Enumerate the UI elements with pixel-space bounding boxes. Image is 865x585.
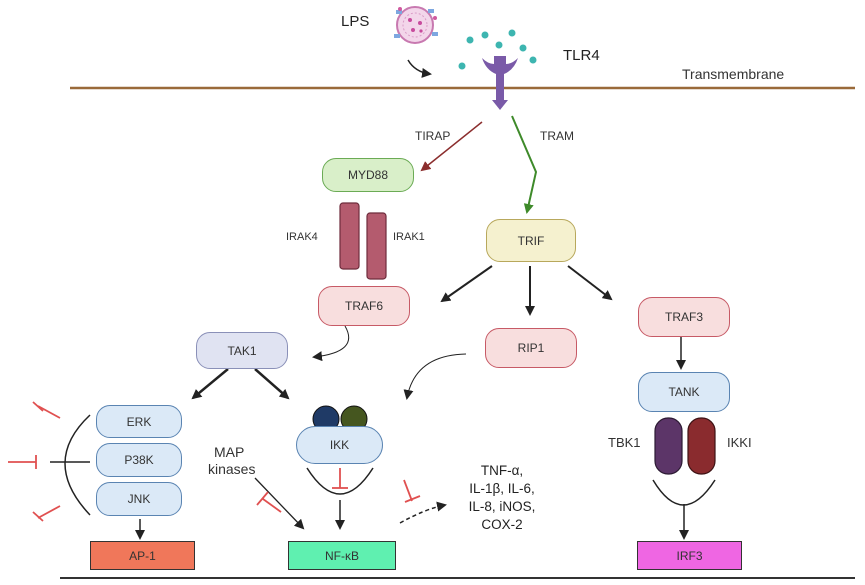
lps-arrow [407,59,432,78]
irf3-box: IRF3 [637,541,742,570]
lps-particle-icon [394,6,438,44]
tank-node: TANK [638,372,730,412]
ikk-inhibitor [332,468,348,489]
trif-node: TRIF [486,219,576,262]
traf6-tak1-arrow [312,325,350,362]
mapk-inhibitor-bottom [32,505,61,522]
cytokine-line: TNF-α, [480,463,524,478]
trif-traf3-arrow [567,265,613,301]
nfkb-box: NF-κB [288,541,396,570]
tak1-node: TAK1 [196,332,288,369]
jnk-node: JNK [96,482,182,516]
mapk-inhibitor-top [32,401,61,419]
tbk1-label: TBK1 [608,435,641,450]
traf6-node: TRAF6 [318,286,410,326]
nfkb-inhibitor-left [256,491,282,513]
ikk-bracket [306,467,374,495]
transmembrane-label: Transmembrane [682,66,785,82]
irak4-label: IRAK4 [286,231,318,243]
tirap-arrow [420,121,483,172]
map-kinases-label-line2: kinases [208,461,256,477]
tlr4-label: TLR4 [563,47,600,64]
tak1-mapk-arrow [191,368,229,400]
p38k-node: P38K [96,443,182,477]
irak1-label: IRAK1 [393,231,425,243]
cytokine-inhibitor [403,479,421,503]
rip1-ikk-arrow [403,353,467,400]
cytokine-line: IL-1β, IL-6, [469,481,535,496]
tbk1-bracket [652,479,716,506]
mapk-bracket [64,414,91,516]
nfkb-cytokine-arrow [399,501,447,524]
irak4-bar [339,202,360,270]
lps-label: LPS [341,13,370,30]
erk-node: ERK [96,405,182,438]
mapk-nfkb-arrow [254,477,305,530]
ap1-box: AP-1 [90,541,195,570]
tirap-label: TIRAP [415,129,451,143]
ikk-node: IKK [296,426,383,464]
ikki-bar [687,417,716,475]
trif-traf6-arrow [440,265,493,303]
tak1-ikk-arrow [254,368,290,400]
cytokine-line: IL-8, iNOS, [468,499,536,514]
tbk1-bar [654,417,683,475]
map-kinases-label-line1: MAP [214,444,245,460]
mapk-inhibitor-middle [8,455,37,469]
cytokine-line: COX-2 [481,517,523,532]
cytokine-list: TNF-α, IL-1β, IL-6, IL-8, iNOS, COX-2 [452,462,552,534]
tram-label: TRAM [540,129,574,143]
irak1-bar [366,212,387,280]
ikki-label: IKKI [727,435,752,450]
traf3-node: TRAF3 [638,297,730,337]
myd88-node: MYD88 [322,158,414,192]
tlr4-receptor-icon [458,29,537,110]
rip1-node: RIP1 [485,328,577,368]
tram-arrow [511,115,538,214]
